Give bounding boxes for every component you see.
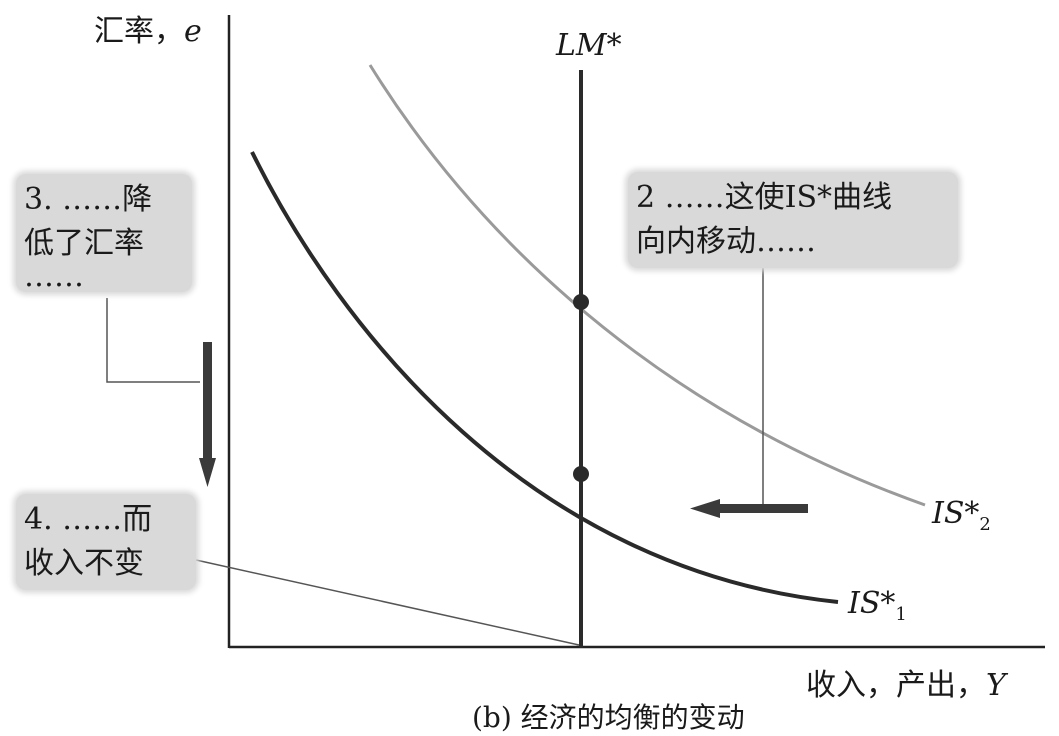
callout-exchange-rate: 3. ……降 低了汇率 …… xyxy=(16,174,192,292)
equilibrium-point-initial xyxy=(573,294,589,310)
callout-exchange-rate-line-2: 低了汇率 xyxy=(24,226,144,261)
down-arrow-shaft xyxy=(203,342,212,460)
is2-curve xyxy=(368,64,926,507)
is2-curve-label: IS*2 xyxy=(932,496,991,535)
x-axis-title-text: 收入，产出， xyxy=(806,668,986,703)
is1-label-subscript: 1 xyxy=(895,604,907,625)
y-axis-variable: e xyxy=(184,14,202,49)
is1-label-base: IS* xyxy=(848,586,896,621)
x-axis-title: 收入，产出，Y xyxy=(806,660,1006,704)
left-arrow-head xyxy=(690,499,720,518)
down-arrow-head xyxy=(199,458,216,487)
callout-income: 4. ……而 收入不变 xyxy=(16,494,196,590)
equilibrium-point-new xyxy=(573,466,589,482)
y-axis-title: 汇率，e xyxy=(94,6,202,50)
x-axis-variable: Y xyxy=(986,668,1006,703)
is2-label-subscript: 2 xyxy=(979,514,991,535)
is1-curve-label: IS*1 xyxy=(848,586,907,625)
leader-line-exchange-rate xyxy=(106,298,200,383)
is1-curve xyxy=(250,151,839,604)
lm-curve-label: LM* xyxy=(556,28,622,63)
figure-caption: (b) 经济的均衡的变动 xyxy=(472,701,745,734)
y-axis-title-text: 汇率， xyxy=(94,14,184,49)
leader-line-income xyxy=(195,559,580,646)
callout-income-line-2: 收入不变 xyxy=(24,546,144,581)
callout-is-shift-line-1: 2 ……这使IS*曲线 xyxy=(636,180,893,215)
left-arrow-shaft xyxy=(718,504,808,513)
callout-income-line-1: 4. ……而 xyxy=(24,502,153,537)
callout-is-shift-line-2: 向内移动…… xyxy=(636,224,816,259)
callout-exchange-rate-line-1: 3. ……降 xyxy=(24,182,153,217)
is2-label-base: IS* xyxy=(932,496,980,531)
callout-is-shift: 2 ……这使IS*曲线 向内移动…… xyxy=(628,172,958,268)
callout-exchange-rate-line-3: …… xyxy=(24,259,84,294)
